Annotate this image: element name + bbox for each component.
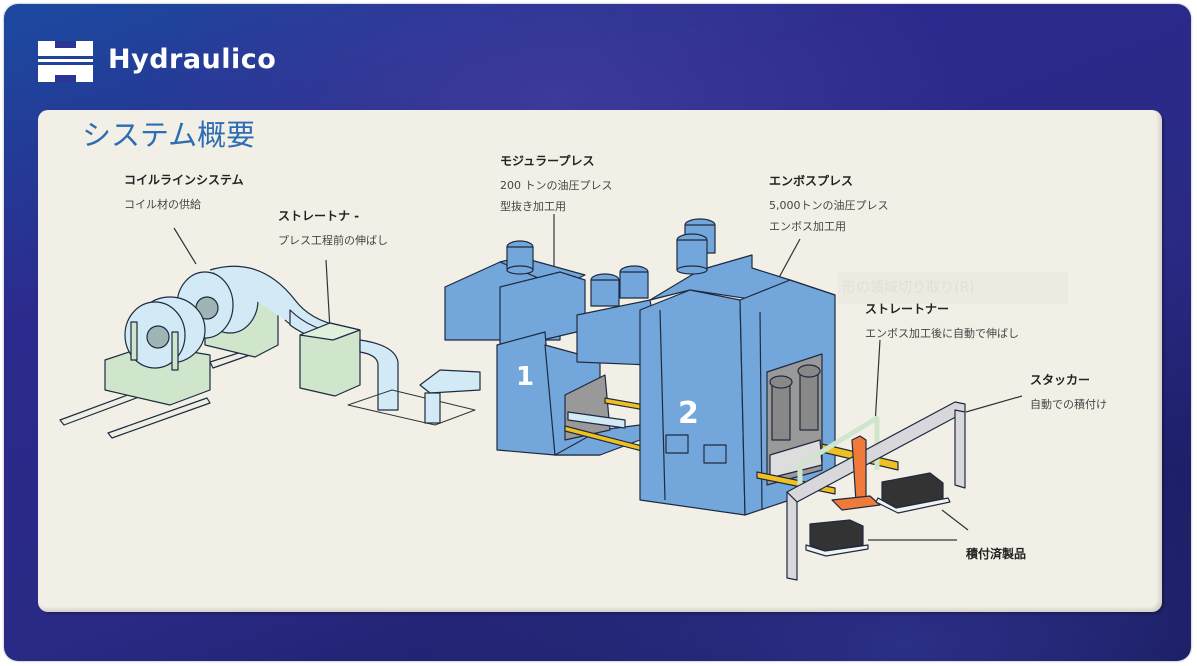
label-straightener-1-desc: プレス工程前の伸ばし	[278, 234, 388, 247]
stacker-frame	[786, 401, 966, 581]
stacked-product-2	[805, 519, 869, 557]
coil-1	[124, 296, 206, 371]
stacker-arm	[831, 435, 881, 511]
stacked-product-1	[875, 472, 951, 514]
label-stacker-desc: 自動での積付け	[1030, 398, 1107, 411]
label-straightener-2-desc: エンボス加工後に自動で伸ばし	[865, 327, 1019, 340]
label-modular-press: モジュラープレス 200 トンの油圧プレス 型抜き加工用	[500, 152, 613, 217]
label-straightener-2-heading: ストレートナー	[865, 302, 950, 316]
label-stacker-heading: スタッカー	[1030, 373, 1091, 387]
press-2-work	[769, 439, 823, 479]
press-1-work	[567, 411, 626, 429]
press-2-number: 2	[678, 396, 699, 431]
label-emboss-press-desc-1: 5,000トンの油圧プレス	[769, 199, 889, 212]
label-straightener-1: ストレートナ - プレス工程前の伸ばし	[278, 207, 388, 251]
label-stacker: スタッカー 自動での積付け	[1030, 371, 1107, 415]
label-emboss-press-heading: エンボスプレス	[769, 174, 854, 188]
label-coil-line-desc: コイル材の供給	[124, 198, 201, 211]
press-2-ram	[769, 364, 821, 441]
brand-name: Hydraulico	[108, 44, 277, 75]
label-modular-press-desc-1: 200 トンの油圧プレス	[500, 179, 613, 192]
straightener-1-box	[299, 322, 361, 397]
hydraulico-h-logo-icon	[38, 41, 93, 82]
label-straightener-2: ストレートナー エンボス加工後に自動で伸ばし	[865, 300, 1019, 344]
loop-strip	[359, 339, 399, 411]
label-modular-press-desc-2: 型抜き加工用	[500, 200, 566, 213]
loop-pit	[347, 389, 476, 426]
label-stacked-products-heading: 積付済製品	[966, 547, 1027, 561]
press-1-number: 1	[516, 362, 534, 392]
label-coil-line: コイルラインシステム コイル材の供給	[124, 171, 244, 215]
press-feeder	[419, 369, 481, 424]
label-emboss-press: エンボスプレス 5,000トンの油圧プレス エンボス加工用	[769, 172, 889, 237]
label-emboss-press-desc-2: エンボス加工用	[769, 220, 846, 233]
label-stacked-products: 積付済製品	[966, 545, 1026, 568]
ghost-overlay-text: 形の領域切り取り(R)	[842, 280, 975, 296]
press-1	[444, 240, 641, 456]
label-straightener-1-heading: ストレートナ -	[278, 209, 360, 223]
slide-title: システム概要	[82, 118, 256, 152]
label-modular-press-heading: モジュラープレス	[500, 154, 595, 168]
label-coil-line-heading: コイルラインシステム	[124, 173, 244, 187]
